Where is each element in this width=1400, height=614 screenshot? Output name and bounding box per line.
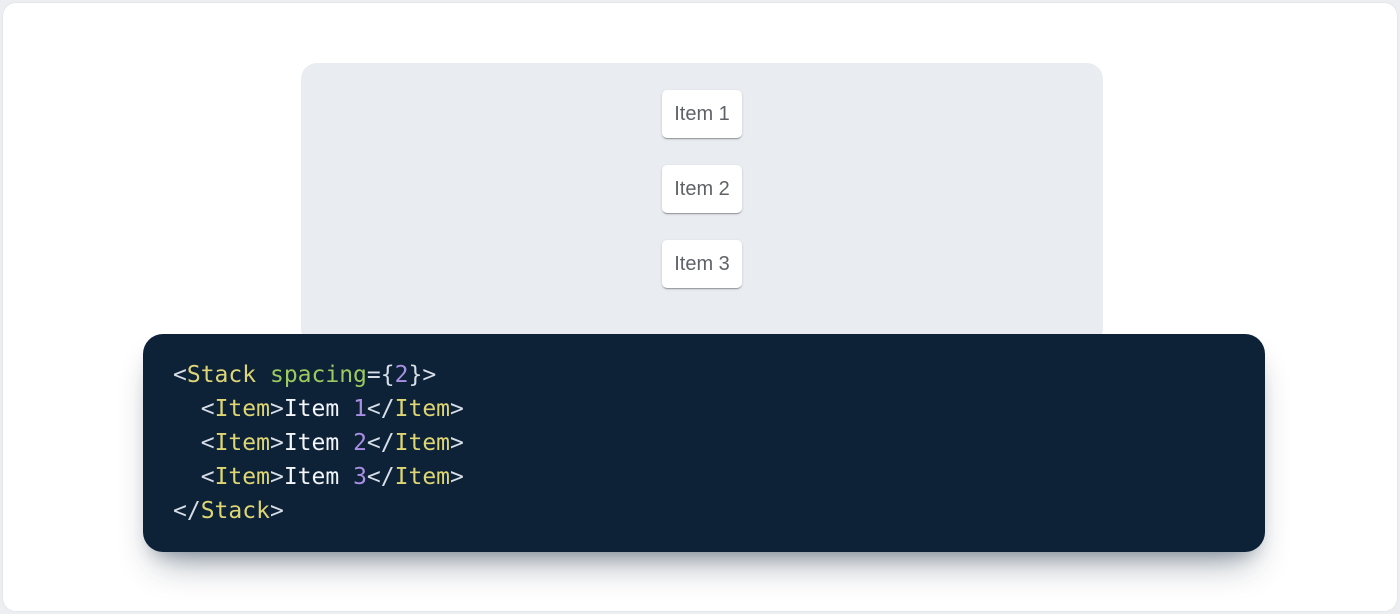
stack-demo: Item 1 Item 2 Item 3 [301, 63, 1103, 288]
code-token-punct: </ [366, 430, 395, 456]
code-token-text [173, 396, 201, 422]
code-line: <Stack spacing={2}> [173, 358, 1235, 392]
code-token-tag: Item [394, 396, 451, 422]
stack-demo-panel: Item 1 Item 2 Item 3 [301, 63, 1103, 345]
code-line: <Item>Item 2</Item> [173, 426, 1235, 460]
code-token-punct: < [200, 430, 215, 456]
code-token-text [256, 362, 270, 388]
code-token-punct: > [269, 464, 284, 490]
code-token-punct: ={ [366, 362, 395, 388]
code-token-text [173, 464, 201, 490]
code-token-punct: < [200, 464, 215, 490]
code-token-punct: > [450, 396, 464, 422]
code-token-text: Item [283, 396, 354, 422]
code-token-number: 1 [353, 396, 367, 422]
code-line: </Stack> [173, 494, 1235, 528]
code-token-punct: < [173, 362, 187, 388]
code-token-punct: > [269, 430, 284, 456]
code-token-number: 2 [353, 430, 367, 456]
code-token-punct: > [269, 396, 284, 422]
stack-item: Item 1 [662, 90, 742, 138]
code-token-punct: < [200, 396, 215, 422]
code-token-tag: Item [214, 464, 270, 490]
code-token-punct: > [450, 430, 464, 456]
code-block: <Stack spacing={2}> <Item>Item 1</Item> … [143, 334, 1265, 552]
code-token-punct: > [450, 464, 464, 490]
stack-item: Item 3 [662, 240, 742, 288]
stack-item: Item 2 [662, 165, 742, 213]
code-token-tag: Item [394, 464, 451, 490]
code-token-tag: Item [394, 430, 451, 456]
code-token-punct: </ [366, 464, 395, 490]
code-token-number: 3 [353, 464, 367, 490]
code-token-punct: </ [173, 498, 201, 524]
code-token-tag: Stack [186, 362, 257, 388]
code-token-tag: Item [214, 396, 270, 422]
code-token-attr: spacing [269, 362, 367, 388]
code-token-text: Item [283, 430, 354, 456]
code-token-tag: Item [214, 430, 270, 456]
code-token-punct: }> [408, 362, 437, 388]
code-token-punct: </ [366, 396, 395, 422]
code-token-tag: Stack [200, 498, 270, 524]
code-token-text [173, 430, 201, 456]
code-snippet: <Stack spacing={2}> <Item>Item 1</Item> … [173, 358, 1235, 528]
code-token-punct: > [269, 498, 284, 524]
code-token-text: Item [283, 464, 354, 490]
code-line: <Item>Item 1</Item> [173, 392, 1235, 426]
code-line: <Item>Item 3</Item> [173, 460, 1235, 494]
code-token-number: 2 [394, 362, 409, 388]
